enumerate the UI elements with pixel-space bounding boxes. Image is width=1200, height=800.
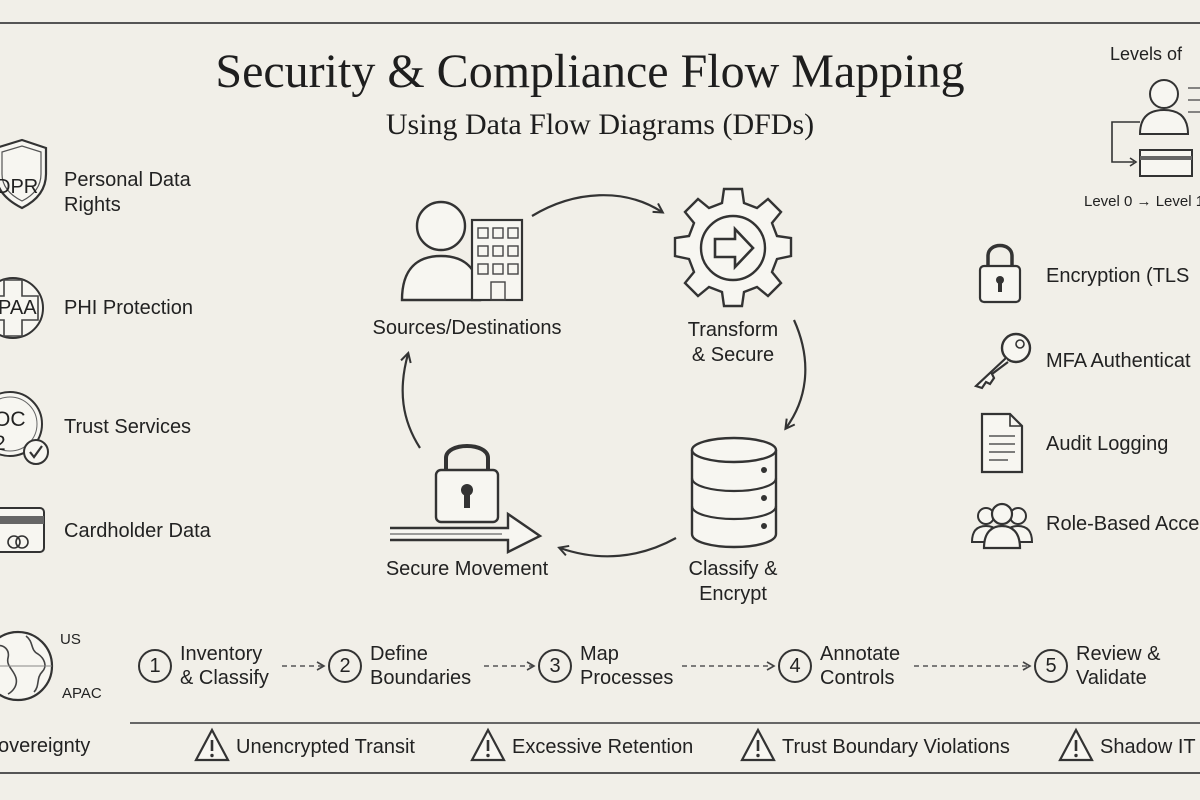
step-number: 2 bbox=[328, 649, 362, 683]
step-label-line: Controls bbox=[820, 667, 895, 689]
page-subtitle: Using Data Flow Diagrams (DFDs) bbox=[385, 108, 815, 141]
page-title: Security & Compliance Flow Mapping bbox=[215, 45, 965, 98]
top-border bbox=[0, 22, 1200, 24]
key-icon bbox=[973, 332, 1032, 390]
step-number: 1 bbox=[138, 649, 172, 683]
compliance-label-line: Trust Services bbox=[64, 416, 192, 438]
compliance-badge-text: OC 2 bbox=[0, 408, 26, 455]
control-label: Role-Based Acce bbox=[1046, 513, 1200, 535]
warning-icon bbox=[1058, 727, 1094, 762]
risk-label: Unencrypted Transit bbox=[236, 736, 415, 758]
cycle-label-classify-line: Classify & bbox=[688, 558, 778, 580]
shield-icon bbox=[0, 138, 48, 210]
compliance-label-line: Rights bbox=[64, 194, 121, 216]
step-label-line: & Classify bbox=[180, 667, 269, 689]
cycle-label-transform-line: Transform bbox=[687, 319, 779, 341]
arrow-transform-to-classify bbox=[786, 319, 807, 428]
step-label-line: Map bbox=[580, 643, 619, 665]
sovereignty-region: US bbox=[60, 631, 81, 648]
risk-label: Trust Boundary Violations bbox=[782, 736, 1010, 758]
levels-title: Levels of bbox=[1110, 44, 1183, 64]
risk-label: Shadow IT bbox=[1100, 736, 1196, 758]
bottom-border bbox=[0, 772, 1200, 774]
compliance-label-line: PHI Protection bbox=[64, 297, 193, 319]
step-label-line: Processes bbox=[580, 667, 674, 689]
padlock-icon bbox=[978, 243, 1022, 304]
step-label-line: Review & bbox=[1076, 643, 1161, 665]
steps-divider bbox=[130, 722, 1200, 724]
step-label-line: Boundaries bbox=[370, 667, 472, 689]
secure-movement-icon bbox=[390, 444, 543, 554]
step-label-line: Define bbox=[370, 643, 428, 665]
gear-icon bbox=[673, 187, 793, 308]
sovereignty-region: APAC bbox=[62, 685, 102, 702]
warning-icon bbox=[740, 727, 776, 762]
compliance-badge-text: DPR bbox=[0, 176, 39, 198]
control-label: Audit Logging bbox=[1046, 433, 1169, 455]
cycle-label-transform-line: & Secure bbox=[691, 344, 775, 366]
compliance-badge-text: PAA bbox=[0, 297, 37, 319]
person-building-icon bbox=[400, 200, 524, 302]
control-label: MFA Authenticat bbox=[1046, 350, 1191, 372]
step-number: 3 bbox=[538, 649, 572, 683]
compliance-label-line: Cardholder Data bbox=[64, 520, 211, 542]
document-icon bbox=[980, 412, 1024, 474]
levels-diagram-icon bbox=[1111, 79, 1200, 177]
certificate-seal-icon bbox=[0, 391, 49, 465]
step-number: 4 bbox=[778, 649, 812, 683]
cycle-label-sources: Sources/Destinations bbox=[372, 317, 562, 339]
globe-icon bbox=[0, 630, 54, 702]
warning-icon bbox=[470, 727, 506, 762]
risk-label: Excessive Retention bbox=[512, 736, 694, 758]
users-group-icon bbox=[970, 502, 1034, 550]
database-icon bbox=[690, 436, 778, 549]
step-label-line: Annotate bbox=[820, 643, 901, 665]
step-label-line: Inventory bbox=[180, 643, 263, 665]
arrow-movement-to-sources bbox=[403, 354, 421, 449]
compliance-label-line: Personal Data bbox=[64, 169, 191, 191]
step-number: 5 bbox=[1034, 649, 1068, 683]
step-label-line: Validate bbox=[1076, 667, 1147, 689]
levels-caption: Level 0 → Level 1 bbox=[1084, 193, 1200, 210]
cycle-label-classify-line: Encrypt bbox=[699, 583, 767, 605]
medical-cross-icon bbox=[0, 277, 44, 339]
control-label: Encryption (TLS bbox=[1046, 265, 1190, 287]
warning-icon bbox=[194, 727, 230, 762]
credit-card-icon bbox=[0, 507, 45, 553]
cycle-label-movement: Secure Movement bbox=[385, 558, 549, 580]
arrow-classify-to-movement bbox=[560, 537, 677, 558]
arrow-sources-to-transform bbox=[531, 194, 662, 217]
sovereignty-label: overeignty bbox=[0, 735, 91, 757]
